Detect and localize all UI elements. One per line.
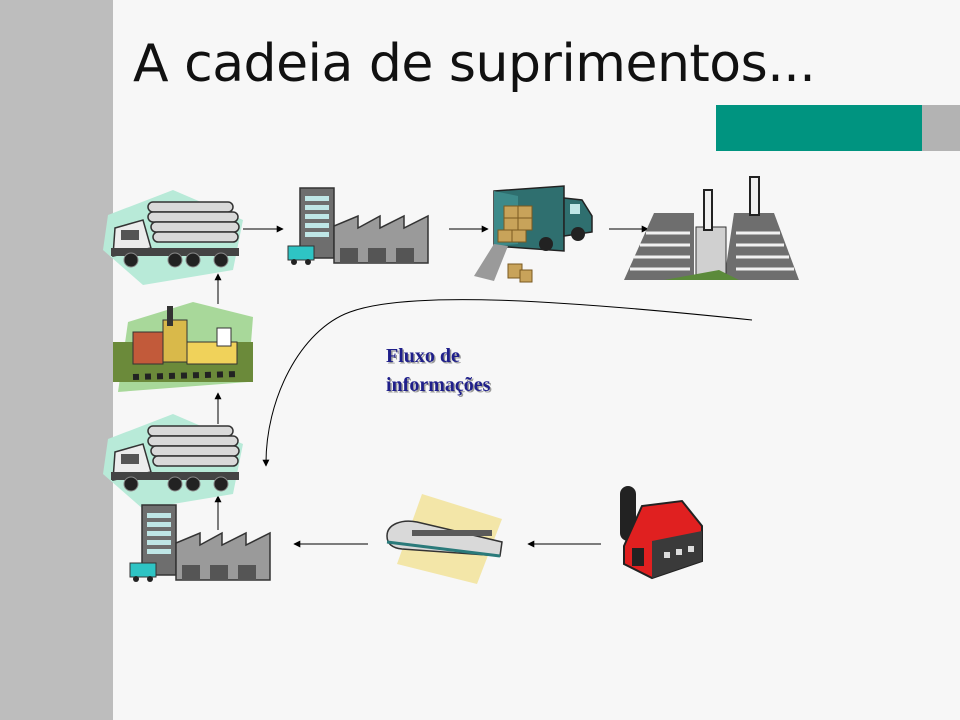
factory-icon [287,187,429,266]
train-icon [386,494,503,584]
left-sidebar-bar [0,0,113,720]
barn-icon [620,486,703,580]
slide-title: A cadeia de suprimentos... [133,34,816,94]
accent-bar-teal [716,105,922,151]
flow-label-line1: Fluxo de [386,345,460,367]
delivery-truck-icon [474,185,593,283]
industrial-plant-icon [113,302,253,392]
logging-truck-icon [102,189,244,286]
information-flow-label: Fluxo de informações [386,342,490,400]
power-plant-icon [624,176,799,280]
factory-icon [129,504,271,583]
accent-bar-gray [922,105,960,151]
logging-truck-icon [102,413,244,510]
information-flow-arrow [262,299,753,467]
flow-label-line2: informações [386,374,491,396]
